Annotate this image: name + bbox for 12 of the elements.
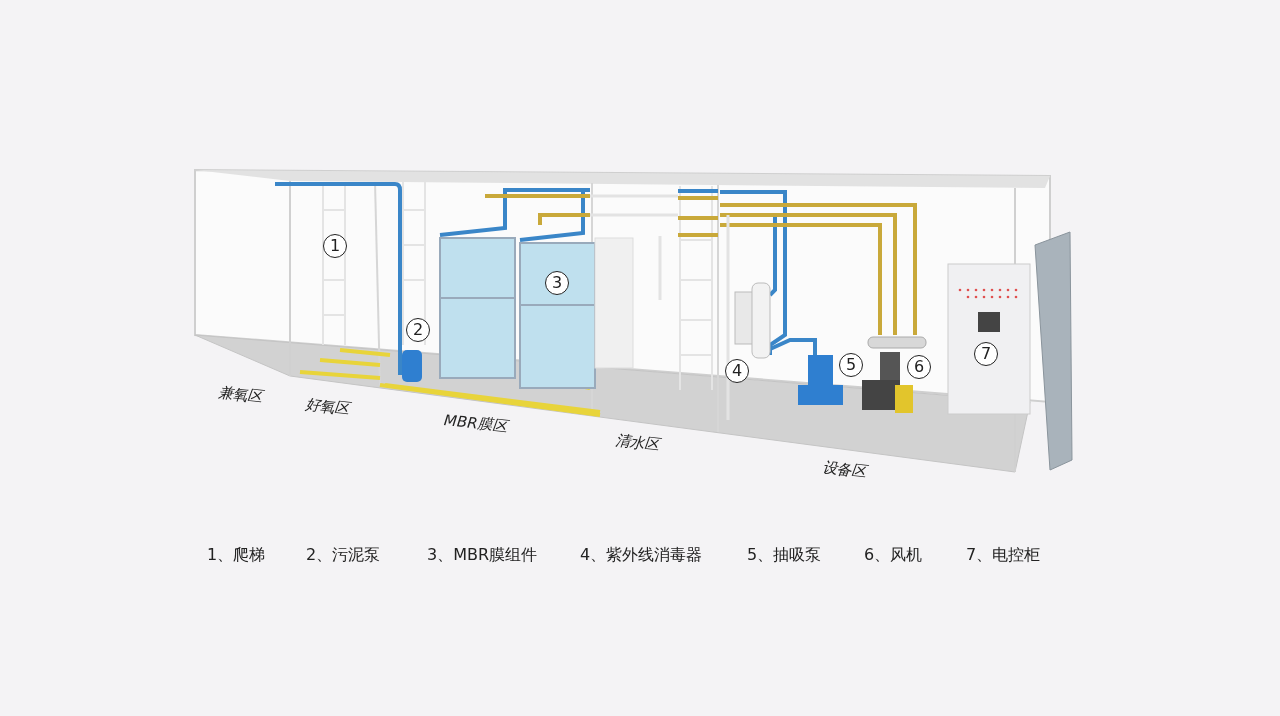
zone-label: 设备区	[821, 458, 868, 482]
legend-item-text: 7、电控柜	[966, 545, 1041, 566]
legend-item-text: 6、风机	[864, 545, 923, 566]
zone-label: 清水区	[614, 431, 661, 455]
legend-item-text: 5、抽吸泵	[747, 545, 822, 566]
legend-item-text: 1、爬梯	[207, 545, 266, 566]
legend-item-text: 2、污泥泵	[306, 545, 381, 566]
legend-item-text: 4、紫外线消毒器	[580, 545, 703, 566]
zone-label: 好氧区	[304, 395, 351, 419]
zone-label: MBR膜区	[443, 411, 509, 437]
zone-label: 兼氧区	[217, 383, 264, 407]
legend-item-text: 3、MBR膜组件	[427, 545, 538, 566]
